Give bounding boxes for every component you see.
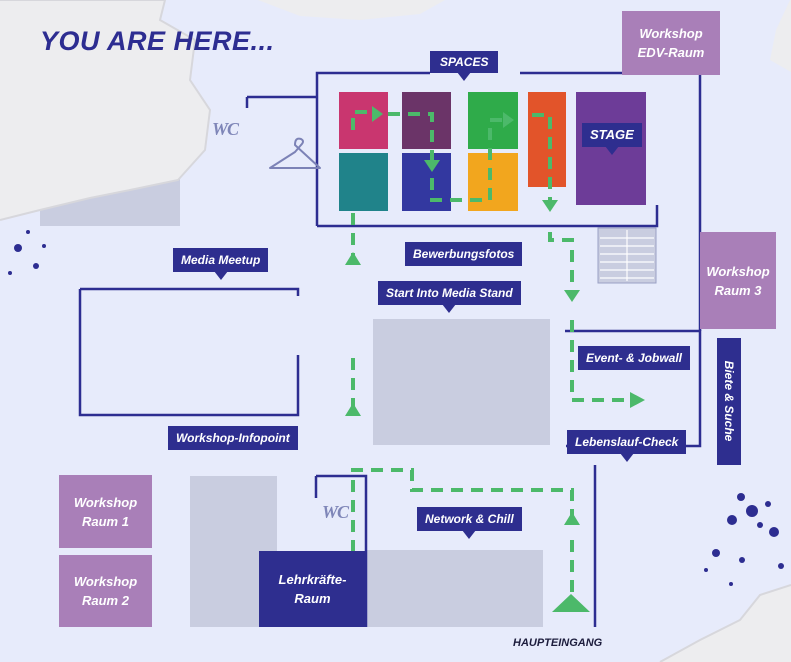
info-stand-block — [373, 319, 550, 445]
lebenslauf-check-label[interactable]: Lebenslauf-Check — [567, 430, 687, 454]
workshop-infopoint-label[interactable]: Workshop-Infopoint — [168, 426, 298, 450]
lower-left-block — [190, 476, 277, 554]
room-lehrkraefte[interactable]: Lehrkräfte- Raum — [259, 551, 366, 627]
biete-suche-text: Biete & Suche — [722, 360, 736, 442]
media-meetup-label[interactable]: Media Meetup — [173, 248, 269, 272]
lower-center-block — [366, 550, 543, 627]
entrance-label: HAUPTEINGANG — [513, 637, 603, 649]
entrance-arrow-icon — [552, 594, 590, 612]
route-path — [351, 110, 630, 612]
bewerbungsfotos-label[interactable]: Bewerbungsfotos — [405, 242, 523, 266]
room-workshop-raum3-line2: Raum 3 — [714, 282, 762, 298]
route-arrows — [345, 106, 645, 612]
space-yellow — [468, 153, 518, 211]
room-lehrkraefte-line2: Raum — [294, 591, 331, 606]
start-into-media-label[interactable]: Start Into Media Stand — [378, 281, 521, 305]
room-workshop-raum3-line1: Workshop — [706, 263, 770, 279]
spaces-label: SPACES — [430, 51, 499, 73]
stairs-icon — [597, 227, 657, 284]
coat-hanger-icon — [269, 137, 321, 169]
spaces-blocks — [339, 92, 646, 211]
room-workshop-edv-line1: Workshop — [639, 26, 703, 41]
lower-strip-block — [190, 554, 260, 627]
room-workshop-raum2-line2: Raum 2 — [82, 593, 129, 608]
room-lehrkraefte-line1: Lehrkräfte- — [278, 572, 347, 587]
room-workshop-raum2-line1: Workshop — [73, 574, 138, 589]
wc-label-upper: WC — [212, 119, 239, 139]
wc-label-lower: WC — [322, 502, 349, 522]
biete-suche-label[interactable]: Biete & Suche — [717, 338, 741, 465]
paint-splatter — [8, 230, 784, 586]
network-chill-label[interactable]: Network & Chill — [417, 507, 522, 531]
space-pink — [339, 92, 388, 149]
stage-label: STAGE — [582, 123, 642, 147]
space-teal — [339, 153, 388, 211]
space-plum — [402, 92, 451, 149]
event-jobwall-label[interactable]: Event- & Jobwall — [578, 346, 691, 370]
room-workshop-raum1-line1: Workshop — [73, 494, 138, 510]
space-orange — [528, 92, 566, 187]
page-title: YOU ARE HERE... — [40, 26, 275, 56]
room-workshop-edv-line2: EDV-Raum — [637, 45, 705, 60]
room-workshop-raum1-line2: Raum 1 — [82, 513, 129, 529]
